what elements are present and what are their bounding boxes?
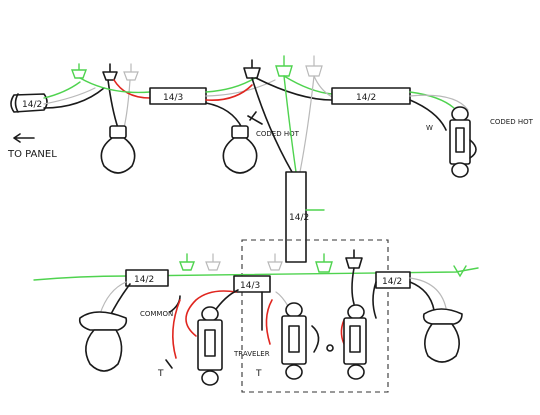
light-bulb-3 [78,311,128,372]
wirenut-ground-1 [70,63,88,79]
common-label: COMMON [140,310,173,318]
wirenut-hot-3 [345,249,363,269]
switch-box-outline [241,239,389,393]
three-way-switch-right [343,304,367,380]
wirenut-hot-2 [243,59,261,79]
wirenut-neutral-1 [123,63,139,81]
cable-bottom-mid-label: 14/3 [240,281,260,291]
cable-top-left-label: 14/3 [163,93,183,103]
source-cable-label: 14/2 [22,100,42,110]
coded-hot-label-2: CODED HOT [490,118,534,126]
to-panel-arrow [13,133,35,143]
cable-vertical-label: 14/2 [289,213,309,223]
t-label-mid: T [255,369,262,379]
cable-bottom-left-label: 14/2 [134,275,154,285]
wirenut-neutral-2 [305,55,323,77]
to-panel-label: TO PANEL [7,149,57,160]
cable-14-2-top-right: 14/2 [331,87,411,105]
light-bulb-1 [100,125,136,174]
wirenut-hot-1 [102,63,118,81]
three-way-switch-mid [281,302,307,380]
three-way-switch-left [197,306,223,386]
wirenut-ground-2 [275,55,293,77]
light-bulb-2 [222,111,263,174]
t-label-left: T [157,369,164,379]
cable-14-2-bottom-right: 14/2 [375,271,411,289]
cable-14-2-vertical: 14/2 [285,171,309,263]
wirenut-ground-3 [178,253,196,271]
light-bulb-4 [422,308,463,363]
traveler-label: TRAVELER [233,350,270,358]
wirenut-neutral-3 [205,253,221,271]
cable-14-2-bottom-left: 14/2 [125,269,169,287]
cable-bottom-right-label: 14/2 [382,277,402,287]
wire-mark-label: W [426,124,433,132]
cable-14-3-top: 14/3 [149,87,207,105]
source-cable: 14/2 [10,93,48,113]
wirenut-ground-4 [315,253,333,273]
cable-14-3-bottom: 14/3 [233,275,271,293]
single-pole-switch [449,106,477,178]
wirenut-neutral-4 [267,253,283,271]
coded-hot-label-1: CODED HOT [256,130,300,138]
cable-top-right-label: 14/2 [356,93,376,103]
